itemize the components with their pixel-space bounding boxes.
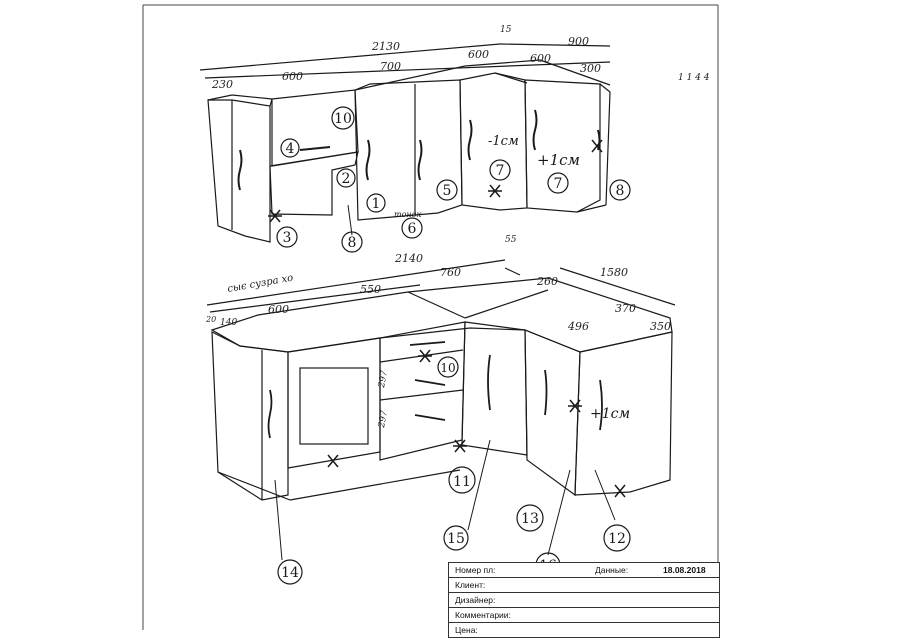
date-value: 18.08.2018	[663, 565, 706, 575]
marker-1: 1	[372, 196, 381, 212]
title-row-order: Номер пл: Данные: 18.08.2018	[449, 563, 719, 578]
dim-600a: 600	[282, 70, 303, 83]
marker-15: 14	[281, 565, 299, 581]
marker-9: 8	[348, 235, 357, 251]
dim-lower-total: 2140	[394, 252, 423, 265]
dim-370: 370	[615, 302, 636, 315]
note-plus-cm-a: +1см	[537, 151, 580, 169]
marker-11: 10	[334, 111, 352, 127]
note-corner: 1 1 4 4	[678, 73, 710, 83]
marker-7a: 7	[496, 163, 505, 179]
marker-10: 10	[440, 361, 455, 375]
note-small: тонок	[394, 210, 421, 219]
dim-lower-600: 600	[268, 303, 289, 316]
dim-600c: 600	[530, 52, 551, 65]
dim-lower-gap: 55	[505, 235, 517, 245]
dim-1580: 1580	[600, 266, 628, 279]
dim-350: 350	[650, 320, 671, 333]
comments-label: Комментарии:	[455, 610, 511, 620]
marker-7b: 7	[554, 176, 563, 192]
dim-300: 300	[580, 62, 601, 75]
marker-2: 2	[342, 171, 351, 187]
dim-900: 900	[568, 35, 589, 48]
order-label: Номер пл:	[455, 565, 496, 575]
dim-20: 20	[205, 315, 216, 324]
marker-6: 6	[408, 221, 417, 237]
marker-13: 12	[608, 531, 626, 547]
marker-14: 13	[521, 511, 539, 527]
marker-16: 15	[447, 531, 465, 547]
designer-label: Дизайнер:	[455, 595, 496, 605]
title-row-price: Цена:	[449, 623, 719, 637]
marker-8: 8	[616, 183, 625, 199]
note-top: сыє сузра хо	[227, 273, 294, 295]
marker-4: 4	[286, 141, 295, 157]
dim-upper-total: 2130	[371, 40, 400, 53]
dim-upper-gap: 15	[500, 25, 512, 35]
note-minus-cm: -1см	[488, 134, 519, 149]
lower-cabinets	[206, 259, 676, 501]
client-label: Клиент:	[455, 580, 486, 590]
title-row-comments: Комментарии:	[449, 608, 719, 623]
dim-760: 760	[440, 266, 461, 279]
dim-550: 550	[360, 283, 381, 296]
dim-600b: 600	[468, 48, 489, 61]
note-plus-cm-b: +1см	[590, 406, 630, 422]
dim-230: 230	[211, 78, 233, 91]
marker-12: 11	[453, 474, 471, 490]
title-row-designer: Дизайнер:	[449, 593, 719, 608]
price-label: Цена:	[455, 625, 478, 635]
title-block: Номер пл: Данные: 18.08.2018 Клиент: Диз…	[448, 562, 720, 638]
dim-260: 260	[536, 275, 558, 288]
marker-5: 5	[443, 183, 452, 199]
dim-700: 700	[380, 60, 401, 73]
upper-cabinets	[199, 43, 611, 243]
dim-drawer-2: 297	[377, 410, 390, 430]
dim-496: 496	[567, 320, 589, 333]
title-row-client: Клиент:	[449, 578, 719, 593]
date-label: Данные:	[595, 565, 629, 575]
dim-drawer-1: 297	[377, 370, 390, 390]
dim-140: 140	[220, 318, 237, 328]
marker-3: 3	[283, 230, 292, 246]
